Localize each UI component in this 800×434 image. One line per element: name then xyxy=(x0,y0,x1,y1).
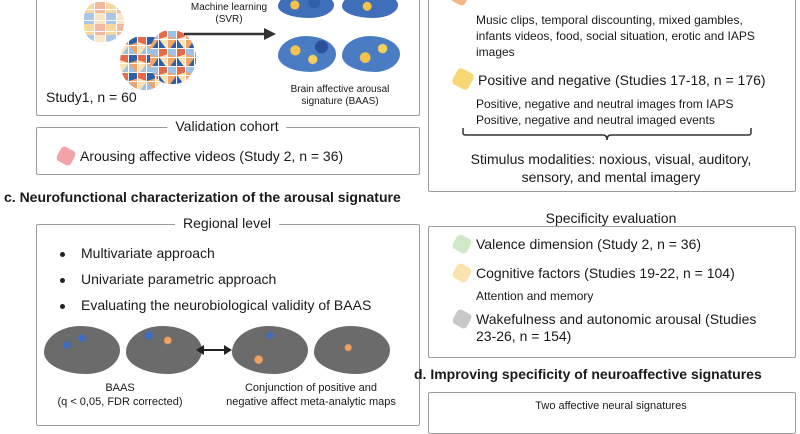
section-c-title: c. Neurofunctional characterization of t… xyxy=(4,189,401,205)
gray-brain-1 xyxy=(44,326,120,374)
bullet-multivariate: Multivariate approach xyxy=(60,245,215,261)
brace-icon xyxy=(462,128,752,141)
baas-brain-top-left xyxy=(278,0,334,18)
section-d-box-title: Two affective neural signatures xyxy=(535,400,687,412)
study1-label: Study1, n = 60 xyxy=(46,89,137,105)
section-d-panel xyxy=(428,392,796,434)
modalities-text: Stimulus modalities: noxious, visual, au… xyxy=(470,151,752,185)
baas-brain-bottom-left xyxy=(278,36,336,72)
specificity-title: Specificity evaluation xyxy=(537,210,685,226)
conjunction-label: Conjunction of positive and negative aff… xyxy=(226,382,396,408)
posneg-title: Positive and negative (Studies 17-18, n … xyxy=(478,72,766,88)
gray-brain-4 xyxy=(314,326,390,374)
baas-fdr-label: BAAS (q < 0,05, FDR corrected) xyxy=(57,382,183,408)
wakefulness-item: Wakefulness and autonomic arousal (Studi… xyxy=(476,311,757,344)
stimuli-panel xyxy=(428,0,796,192)
bullet-univariate: Univariate parametric approach xyxy=(60,271,276,287)
baas-brain-top-right xyxy=(342,0,398,18)
double-arrow-icon xyxy=(196,345,232,355)
validation-panel xyxy=(36,127,420,175)
valence-item: Valence dimension (Study 2, n = 36) xyxy=(476,236,702,252)
validation-item: Arousing affective videos (Study 2, n = … xyxy=(80,148,344,164)
feature-grid-brain-2 xyxy=(150,30,196,84)
bullet-validity: Evaluating the neurobiological validity … xyxy=(60,297,371,313)
ml-label: Machine learning (SVR) xyxy=(190,2,268,25)
baas-brain-bottom-right xyxy=(342,36,400,72)
feature-grid-mid xyxy=(84,2,124,42)
baas-label: Brain affective arousal signature (BAAS) xyxy=(290,84,390,107)
stimuli-list: Music clips, temporal discounting, mixed… xyxy=(476,13,755,59)
specificity-panel xyxy=(428,226,796,358)
section-d-title: d. Improving specificity of neuroaffecti… xyxy=(414,366,762,382)
regional-title: Regional level xyxy=(175,215,279,231)
attention-item: Attention and memory xyxy=(476,289,594,303)
cognitive-item: Cognitive factors (Studies 19-22, n = 10… xyxy=(476,265,735,281)
validation-title: Validation cohort xyxy=(167,118,287,134)
gray-brain-2 xyxy=(126,326,202,374)
gray-brain-3 xyxy=(232,326,308,374)
posneg-list: Positive, negative and neutral images fr… xyxy=(476,97,734,127)
ml-arrow-icon xyxy=(184,28,276,40)
